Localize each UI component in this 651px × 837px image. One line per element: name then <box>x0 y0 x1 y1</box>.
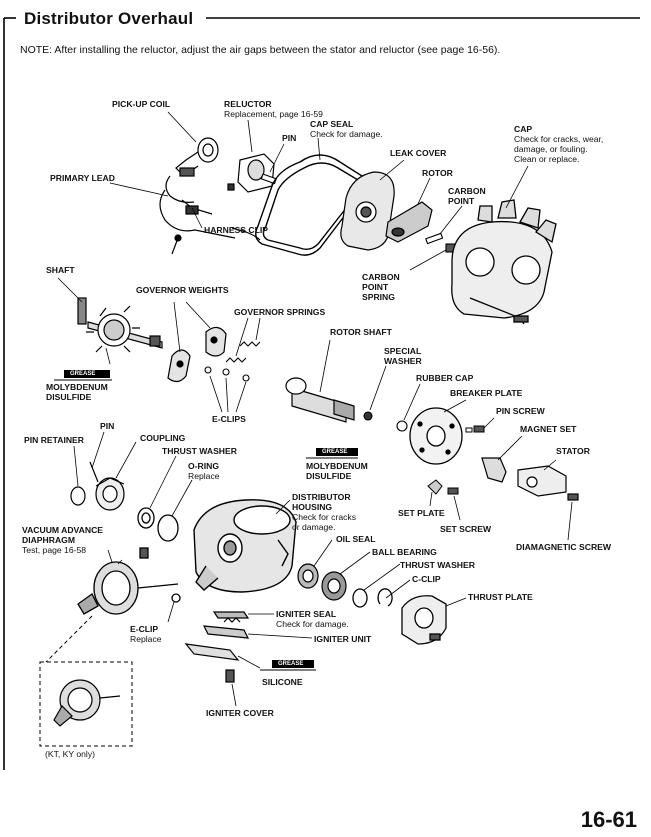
breaker-plate-drawing <box>409 399 467 465</box>
grease-tag-text: GREASE <box>322 449 348 455</box>
label-thrust-plate: THRUST PLATE <box>468 592 533 602</box>
inset-diaphragm-drawing <box>53 679 121 727</box>
cap-seal-drawing <box>255 137 365 256</box>
carbon-point-drawing <box>409 205 463 271</box>
page-title: Distributor Overhaul <box>20 9 198 29</box>
label-rotor-shaft: ROTOR SHAFT <box>330 327 392 337</box>
special-washer-drawing <box>363 365 421 432</box>
label-set-screw: SET SCREW <box>440 524 492 534</box>
stator-drawing <box>517 459 579 541</box>
label-c-clip: C-CLIP <box>412 574 441 584</box>
grease-tag-text: GREASE <box>278 661 304 667</box>
leak-cover-drawing <box>340 159 405 251</box>
label-rubber-cap: RUBBER CAP <box>416 373 474 383</box>
label-breaker-plate: BREAKER PLATE <box>450 388 523 398</box>
label-oil-seal: OIL SEAL <box>336 534 376 544</box>
label-thrust-washer-top: THRUST WASHER <box>162 446 237 456</box>
cap-drawing <box>451 165 557 325</box>
label-igniter-cover: IGNITER COVER <box>206 708 274 718</box>
label-harness-clip: HARNESS CLIP <box>204 225 268 235</box>
pin-screw-drawing <box>465 417 495 433</box>
igniter-unit-drawing <box>202 617 313 639</box>
thrust-washer-bot-drawing <box>352 563 411 608</box>
note-text: NOTE: After installing the reluctor, adj… <box>20 44 501 56</box>
governor-weights-drawing <box>167 301 227 383</box>
label-igniter-unit: IGNITER UNIT <box>314 634 372 644</box>
label-ball-bearing: BALL BEARING <box>372 547 437 557</box>
label-rotor: ROTOR <box>422 168 453 178</box>
label-coupling: COUPLING <box>140 433 186 443</box>
rotor-drawing <box>385 177 433 243</box>
label-primary-lead: PRIMARY LEAD <box>50 173 115 183</box>
magnet-set-drawing <box>481 435 523 483</box>
label-pin-screw: PIN SCREW <box>496 406 545 416</box>
label-leak-cover: LEAK COVER <box>390 148 447 158</box>
pin-top-drawing <box>260 143 285 185</box>
label-pin-top: PIN <box>282 133 297 143</box>
inset-box <box>39 615 133 747</box>
label-pin-retainer: PIN RETAINER <box>24 435 85 445</box>
grease-tag-right <box>306 448 358 459</box>
label-silicone: SILICONE <box>262 677 303 687</box>
distributor-housing-drawing <box>193 499 297 593</box>
label-pickup-coil: PICK-UP COIL <box>112 99 171 109</box>
igniter-cover-drawing <box>184 643 240 707</box>
shaft-drawing <box>57 277 163 365</box>
label-pin-mid: PIN <box>100 421 115 431</box>
thrust-washer-top-drawing <box>137 455 193 542</box>
label-stator: STATOR <box>556 446 590 456</box>
label-e-clips: E-CLIPS <box>212 414 246 424</box>
grease-tag-text: GREASE <box>70 371 96 377</box>
vacuum-advance-drawing <box>77 547 181 623</box>
grease-tag-silicone <box>237 655 316 671</box>
inset-caption: (KT, KY only) <box>45 749 95 759</box>
pickup-leaders <box>109 111 203 229</box>
label-thrust-washer-bot: THRUST WASHER <box>400 560 475 570</box>
set-plate-drawing <box>427 479 461 521</box>
coupling-drawing <box>70 431 137 511</box>
page-number: 16-61 <box>580 807 637 832</box>
oil-seal-drawing <box>297 539 333 589</box>
label-governor-springs: GOVERNOR SPRINGS <box>234 307 326 317</box>
label-set-plate: SET PLATE <box>398 508 445 518</box>
label-magnet-set: MAGNET SET <box>520 424 577 434</box>
label-diamagnetic-screw: DIAMAGNETIC SCREW <box>516 542 612 552</box>
label-governor-weights: GOVERNOR WEIGHTS <box>136 285 229 295</box>
rotor-shaft-drawing <box>285 339 355 423</box>
ball-bearing-drawing <box>321 551 371 601</box>
grease-tag-left <box>54 370 112 381</box>
governor-springs-drawing <box>204 317 261 413</box>
thrust-plate-drawing <box>401 595 467 645</box>
label-shaft: SHAFT <box>46 265 75 275</box>
pickup-coil-drawing <box>159 137 261 255</box>
igniter-seal-drawing <box>212 611 274 619</box>
